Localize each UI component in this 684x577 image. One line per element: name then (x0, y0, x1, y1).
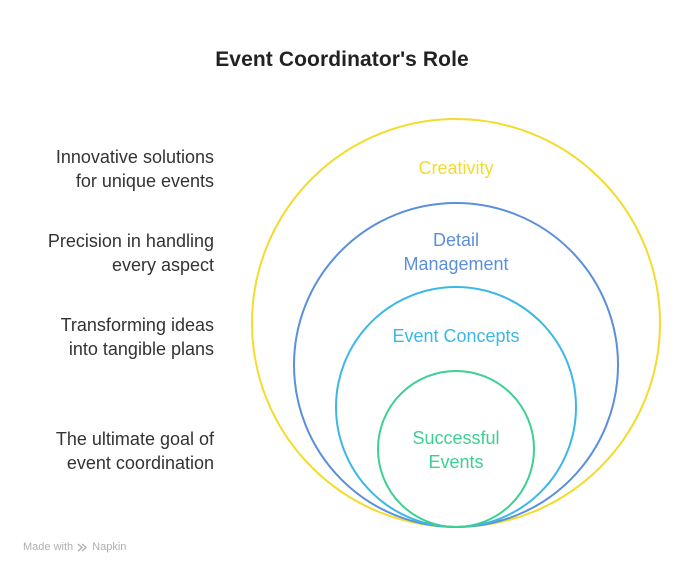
description-line: Innovative solutions (55, 147, 214, 167)
napkin-logo-icon (77, 542, 88, 552)
diagram-title: Event Coordinator's Role (215, 48, 469, 71)
circle-label-line: Events (428, 452, 484, 472)
description-detail-management: Precision in handling every aspect (0, 229, 214, 277)
circle-label-detail-management: Detail Management (356, 228, 556, 276)
description-line: for unique events (75, 171, 214, 191)
description-line: into tangible plans (68, 339, 214, 359)
made-with-text: Made with (23, 541, 74, 553)
napkin-brand-text: Napkin (92, 541, 127, 553)
description-event-concepts: Transforming ideas into tangible plans (0, 313, 214, 361)
circle-label-event-concepts: Event Concepts (356, 324, 556, 348)
description-creativity: Innovative solutions for unique events (0, 145, 214, 193)
circle-label-creativity: Creativity (356, 156, 556, 180)
circle-label-line: Creativity (418, 158, 494, 178)
circle-successful-events (377, 370, 535, 528)
circle-label-successful-events: Successful Events (356, 426, 556, 474)
circle-label-line: Successful (412, 428, 500, 448)
description-successful-events: The ultimate goal of event coordination (0, 427, 214, 475)
watermark: Made with Napkin (23, 541, 126, 553)
description-line: event coordination (66, 453, 214, 473)
description-line: every aspect (111, 255, 214, 275)
description-line: The ultimate goal of (55, 429, 214, 449)
description-line: Transforming ideas (60, 315, 214, 335)
circle-label-line: Management (403, 254, 509, 274)
circle-label-line: Detail (432, 230, 480, 250)
circle-event-concepts (335, 286, 577, 528)
circle-label-line: Event Concepts (392, 326, 520, 346)
description-line: Precision in handling (47, 231, 214, 251)
